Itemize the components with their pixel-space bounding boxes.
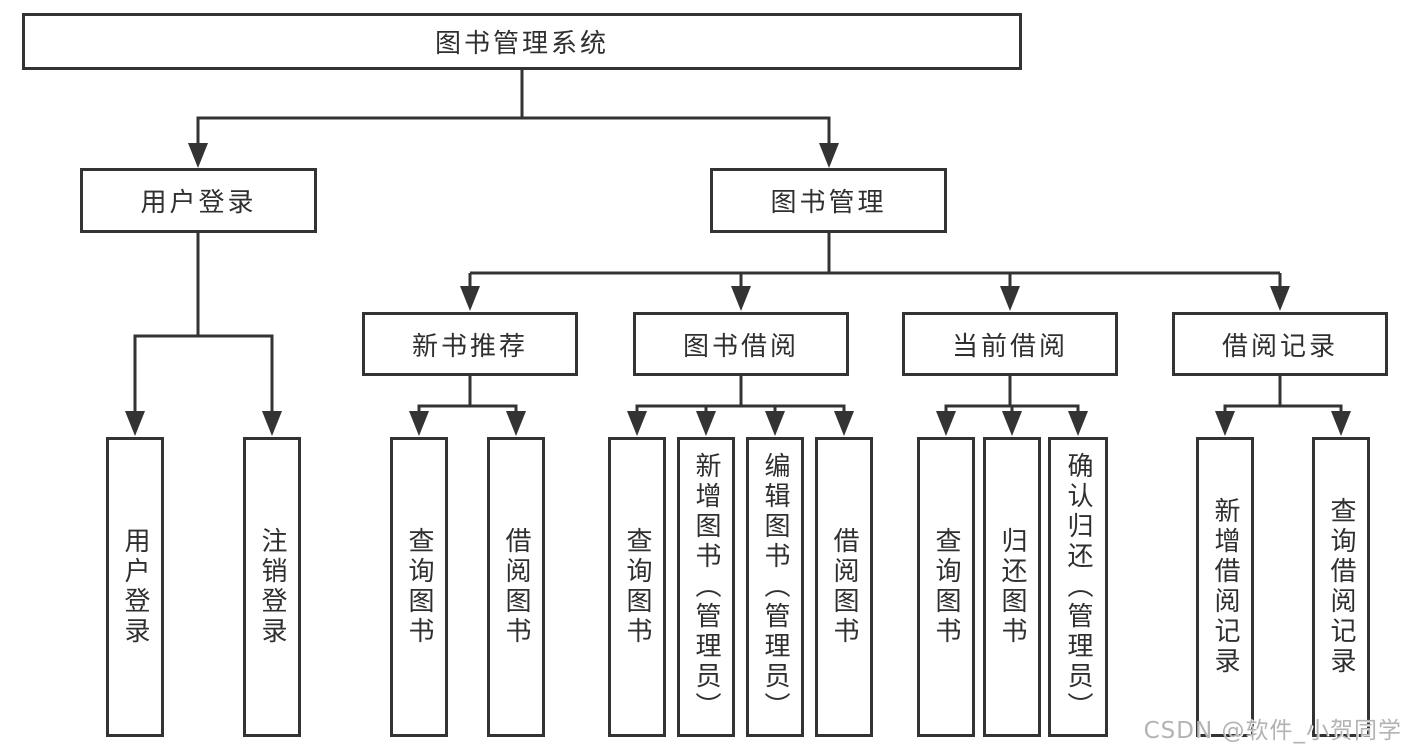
node-user-login: 用户登录	[80, 168, 317, 233]
node-borrow-records: 借阅记录	[1172, 312, 1388, 376]
leaf-label: 借阅图书	[501, 527, 531, 647]
leaf-borrow-books-recommend: 借阅图书	[487, 437, 545, 737]
leaf-query-borrow-record: 查询借阅记录	[1312, 437, 1370, 737]
node-library-system: 图书管理系统	[22, 13, 1022, 70]
leaf-label: 查询图书	[622, 527, 652, 647]
leaf-label: 新增图书（管理员）	[691, 452, 721, 722]
node-new-book-recommend: 新书推荐	[362, 312, 578, 376]
leaf-user-login: 用户登录	[106, 437, 164, 737]
leaf-label: 借阅图书	[829, 527, 859, 647]
leaf-query-books-recommend: 查询图书	[390, 437, 448, 737]
leaf-borrow-books: 借阅图书	[815, 437, 873, 737]
leaf-label: 查询图书	[404, 527, 434, 647]
node-book-management: 图书管理	[710, 168, 947, 233]
leaf-add-borrow-record: 新增借阅记录	[1196, 437, 1254, 737]
leaf-label: 归还图书	[997, 527, 1027, 647]
leaf-label: 用户登录	[120, 527, 150, 647]
leaf-label: 新增借阅记录	[1210, 497, 1240, 677]
leaf-label: 确认归还（管理员）	[1063, 452, 1093, 722]
leaf-logout: 注销登录	[243, 437, 301, 737]
node-current-borrow: 当前借阅	[902, 312, 1118, 376]
leaf-edit-book-admin: 编辑图书（管理员）	[746, 437, 804, 737]
node-book-borrow: 图书借阅	[633, 312, 849, 376]
leaf-label: 查询图书	[931, 527, 961, 647]
leaf-query-books-current: 查询图书	[917, 437, 975, 737]
leaf-label: 查询借阅记录	[1326, 497, 1356, 677]
leaf-query-books-borrow: 查询图书	[608, 437, 666, 737]
leaf-label: 编辑图书（管理员）	[760, 452, 790, 722]
csdn-watermark: CSDN @软件_小贺同学	[1143, 718, 1402, 744]
leaf-label: 注销登录	[257, 527, 287, 647]
leaf-add-book-admin: 新增图书（管理员）	[677, 437, 735, 737]
leaf-confirm-return-admin: 确认归还（管理员）	[1048, 437, 1108, 737]
leaf-return-books: 归还图书	[983, 437, 1041, 737]
arrowheads	[125, 143, 1351, 436]
